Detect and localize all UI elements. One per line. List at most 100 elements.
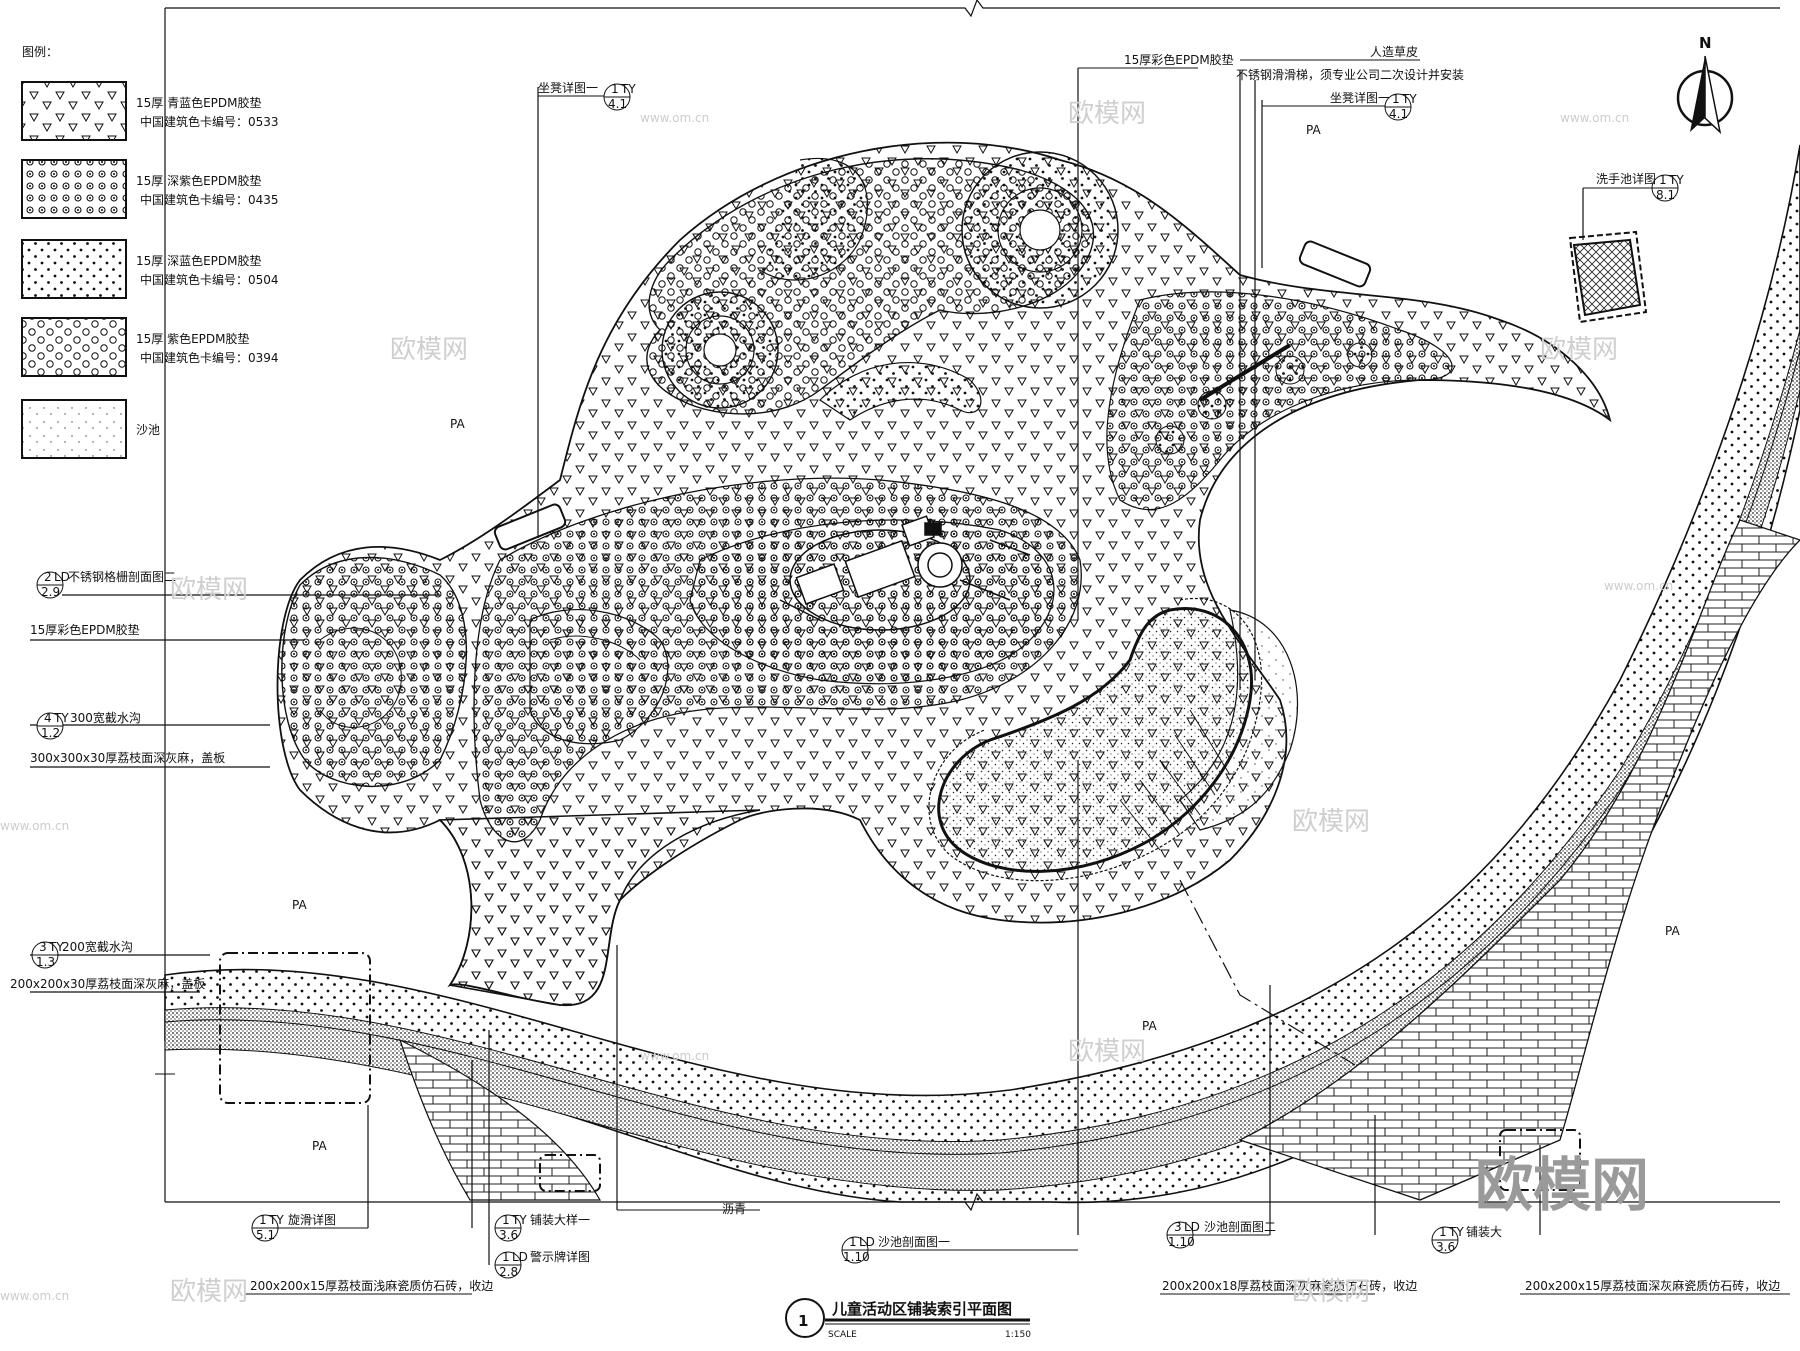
svg-text:PA: PA xyxy=(292,898,307,912)
note-epdm-top: 15厚彩色EPDM胶垫 xyxy=(1124,52,1234,67)
legend-item-4: 沙池 xyxy=(21,399,160,459)
legend-code: 中国建筑色卡编号：0533 xyxy=(140,114,279,129)
svg-text:欧模网: 欧模网 xyxy=(1292,807,1370,837)
svg-text:www.om.cn: www.om.cn xyxy=(0,819,69,833)
brick-zones xyxy=(398,519,1800,1201)
svg-text:LD: LD xyxy=(54,570,70,584)
stepping-circles xyxy=(1155,342,1373,455)
note-paving200a: 200x200x30厚荔枝面深灰麻，盖板 xyxy=(10,976,205,991)
svg-text:欧模网: 欧模网 xyxy=(1068,99,1146,129)
note-steel: 不锈钢滑滑梯，须专业公司二次设计并安装 xyxy=(1236,67,1464,82)
svg-text:铺装大样一: 铺装大样一 xyxy=(530,1212,590,1227)
svg-text:TY: TY xyxy=(1448,1225,1464,1239)
note-paving200d: 200x200x15厚荔枝面深灰麻瓷质仿石砖，收边 xyxy=(1525,1278,1780,1293)
svg-text:不锈钢格栅剖面图二: 不锈钢格栅剖面图二 xyxy=(68,569,176,584)
svg-text:坐凳详图一: 坐凳详图一 xyxy=(538,80,598,95)
note-asphalt: 沥青 xyxy=(722,1202,746,1216)
legend-label: 15厚 紫色EPDM胶垫 xyxy=(136,331,250,346)
svg-text:www.om.cn: www.om.cn xyxy=(0,1289,69,1303)
svg-text:PA: PA xyxy=(312,1139,327,1153)
epdm-star-left xyxy=(281,556,468,788)
legend: 图例： 15厚 青蓝色EPDM胶垫 中国建筑色卡编号：0533 15厚 深紫色E… xyxy=(21,45,279,459)
svg-text:www.om.cn: www.om.cn xyxy=(640,1049,709,1063)
svg-text:3.6: 3.6 xyxy=(499,1228,518,1242)
svg-text:1: 1 xyxy=(1659,173,1667,187)
svg-text:TY: TY xyxy=(620,82,636,96)
svg-text:TY: TY xyxy=(511,1213,527,1227)
svg-text:TY: TY xyxy=(1668,173,1684,187)
svg-text:欧模网: 欧模网 xyxy=(1540,335,1618,365)
legend-label: 沙池 xyxy=(136,423,160,437)
svg-text:2.8: 2.8 xyxy=(499,1265,518,1279)
svg-text:欧模网: 欧模网 xyxy=(170,575,248,605)
svg-text:3: 3 xyxy=(1174,1220,1182,1234)
title-text: 儿童活动区铺装索引平面图 xyxy=(831,1300,1012,1318)
svg-text:PA: PA xyxy=(450,417,465,431)
north-label: N xyxy=(1699,34,1712,52)
svg-text:欧模网: 欧模网 xyxy=(1292,1277,1370,1307)
legend-label: 15厚 青蓝色EPDM胶垫 xyxy=(136,95,262,110)
legend-item-0: 15厚 青蓝色EPDM胶垫 中国建筑色卡编号：0533 xyxy=(21,81,279,141)
svg-text:300宽截水沟: 300宽截水沟 xyxy=(70,710,141,725)
note-paving200b: 200x200x15厚荔枝面浅麻瓷质仿石砖，收边 xyxy=(250,1278,493,1293)
svg-text:2: 2 xyxy=(44,570,52,584)
legend-code: 中国建筑色卡编号：0394 xyxy=(140,350,279,365)
legend-title: 图例： xyxy=(22,45,58,59)
svg-text:4.1: 4.1 xyxy=(608,97,627,111)
legend-item-3: 15厚 紫色EPDM胶垫 中国建筑色卡编号：0394 xyxy=(21,317,279,377)
svg-text:4: 4 xyxy=(44,711,52,725)
north-arrow: N xyxy=(1676,34,1734,135)
svg-text:旋滑详图: 旋滑详图 xyxy=(288,1212,336,1227)
leader-lines xyxy=(30,68,1584,1265)
svg-text:1: 1 xyxy=(502,1213,510,1227)
sand-steps xyxy=(1119,709,1231,851)
note-paving300: 300x300x30厚荔枝面深灰麻，盖板 xyxy=(30,750,225,765)
svg-text:5.1: 5.1 xyxy=(256,1228,275,1242)
svg-text:www.om.cn: www.om.cn xyxy=(640,111,709,125)
svg-text:1.2: 1.2 xyxy=(41,726,60,740)
scale-value: 1:150 xyxy=(1005,1330,1031,1340)
annotations: 15厚彩色EPDM胶垫 人造草皮 不锈钢滑滑梯，须专业公司二次设计并安装 15厚… xyxy=(10,45,1790,1295)
svg-text:TY: TY xyxy=(268,1213,284,1227)
svg-text:TY: TY xyxy=(48,940,64,954)
svg-text:欧模网: 欧模网 xyxy=(1068,1037,1146,1067)
svg-text:TY: TY xyxy=(53,711,69,725)
svg-text:1: 1 xyxy=(1392,92,1400,106)
svg-text:LD: LD xyxy=(512,1250,528,1264)
svg-text:LD: LD xyxy=(859,1235,875,1249)
legend-label: 15厚 深蓝色EPDM胶垫 xyxy=(136,253,262,268)
svg-text:1: 1 xyxy=(259,1213,267,1227)
title-number: 1 xyxy=(798,1312,808,1330)
scale-label: SCALE xyxy=(828,1330,857,1340)
legend-code: 中国建筑色卡编号：0435 xyxy=(140,192,279,207)
svg-text:欧模网: 欧模网 xyxy=(390,335,468,365)
note-paving200c: 200x200x18厚荔枝面深灰麻瓷质仿石砖，收边 xyxy=(1162,1278,1417,1293)
svg-text:LD: LD xyxy=(1184,1220,1200,1234)
pa-labels: PA PA PA PA PA PA xyxy=(292,123,1680,1153)
svg-text:8.1: 8.1 xyxy=(1656,188,1675,202)
svg-text:1: 1 xyxy=(849,1235,857,1249)
svg-text:200宽截水沟: 200宽截水沟 xyxy=(62,939,133,954)
watermarks: 欧模网 www.om.cn www.om.cn 欧模网 欧模网 欧模网 www.… xyxy=(0,99,1673,1307)
svg-text:TY: TY xyxy=(1401,92,1417,106)
svg-text:沙池剖面图一: 沙池剖面图一 xyxy=(878,1235,950,1249)
svg-text:www.om.cn: www.om.cn xyxy=(1604,579,1673,593)
legend-item-1: 15厚 深紫色EPDM胶垫 中国建筑色卡编号：0435 xyxy=(21,159,279,219)
svg-text:4.1: 4.1 xyxy=(1389,107,1408,121)
svg-text:1: 1 xyxy=(611,82,619,96)
note-epdm-left: 15厚彩色EPDM胶垫 xyxy=(30,622,140,637)
svg-text:3: 3 xyxy=(39,940,47,954)
svg-text:1.3: 1.3 xyxy=(36,955,55,969)
